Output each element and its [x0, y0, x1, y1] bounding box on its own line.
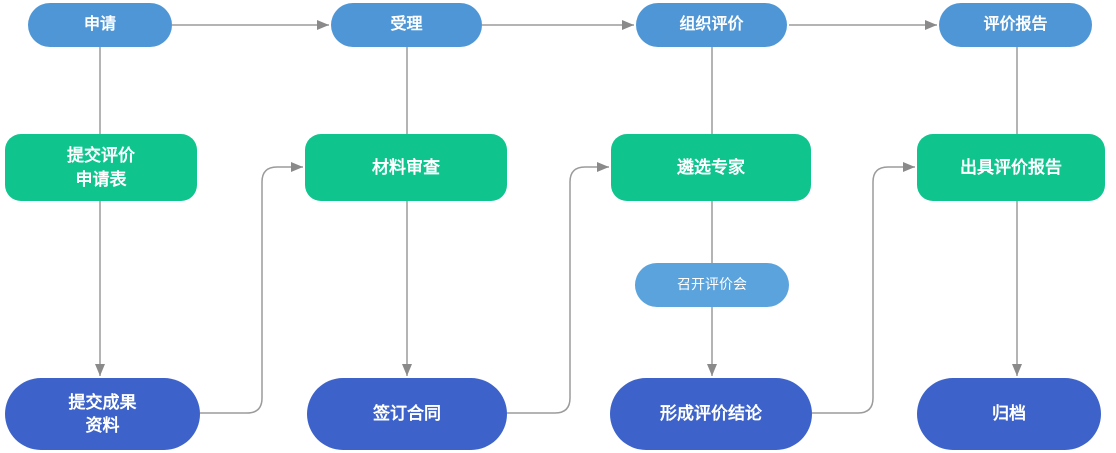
node-accept: 受理: [331, 3, 482, 47]
node-submit-achievement-materials-line1: 提交成果: [68, 392, 137, 412]
curve-materials-to-material-review: [200, 162, 303, 414]
node-archive: 归档: [917, 378, 1101, 450]
node-issue-evaluation-report-label: 出具评价报告: [960, 157, 1062, 177]
node-accept-label: 受理: [390, 15, 423, 33]
node-apply-label: 申请: [83, 15, 116, 33]
node-select-experts-label: 遴选专家: [677, 157, 745, 177]
node-material-review: 材料审查: [305, 134, 507, 201]
node-select-experts: 遴选专家: [611, 134, 811, 201]
node-hold-evaluation-meeting-label: 召开评价会: [677, 276, 747, 293]
node-issue-evaluation-report: 出具评价报告: [917, 134, 1105, 201]
node-organize-evaluation: 组织评价: [636, 3, 787, 47]
node-hold-evaluation-meeting: 召开评价会: [635, 263, 789, 307]
curve-contract-to-select-experts: [507, 162, 609, 414]
node-archive-label: 归档: [992, 404, 1026, 424]
node-form-evaluation-conclusion-label: 形成评价结论: [660, 404, 762, 424]
node-evaluation-report-label: 评价报告: [983, 15, 1048, 33]
node-sign-contract: 签订合同: [307, 378, 507, 450]
node-form-evaluation-conclusion: 形成评价结论: [610, 378, 812, 450]
node-submit-application-form-line1: 提交评价: [67, 146, 135, 166]
node-organize-evaluation-label: 组织评价: [679, 15, 744, 33]
node-sign-contract-label: 签订合同: [373, 404, 441, 424]
node-submit-achievement-materials-line2: 资料: [85, 416, 120, 435]
node-material-review-label: 材料审查: [372, 157, 440, 177]
node-submit-application-form: 提交评价 申请表: [5, 134, 197, 201]
node-apply: 申请: [28, 3, 172, 47]
node-submit-achievement-materials: 提交成果 资料: [5, 378, 200, 450]
node-submit-application-form-line2: 申请表: [75, 169, 127, 189]
curve-conclusion-to-issue-report: [812, 162, 915, 414]
node-evaluation-report: 评价报告: [939, 3, 1092, 47]
